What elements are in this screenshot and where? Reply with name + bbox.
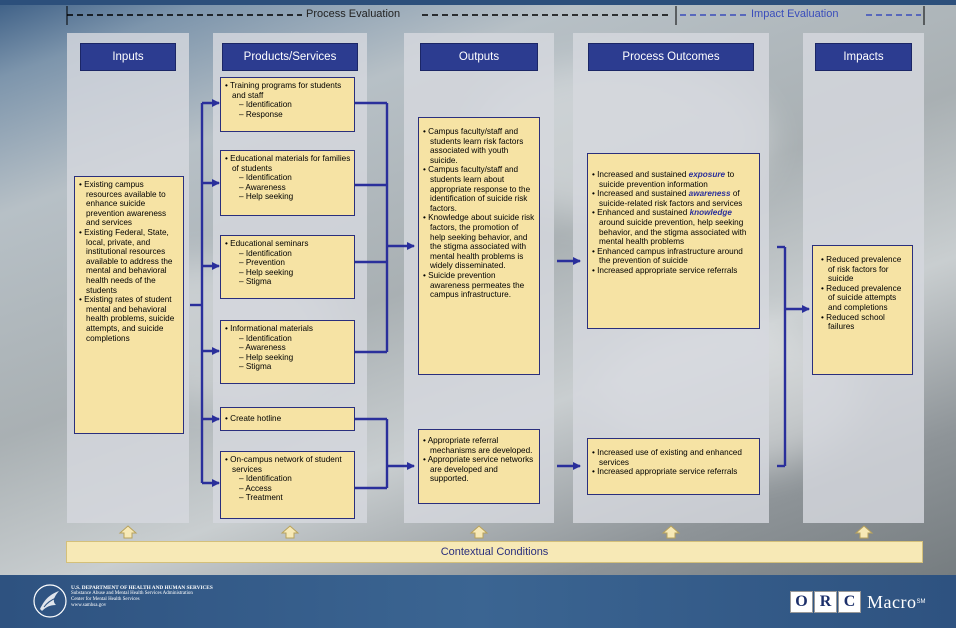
output-item: • Appropriate service networks are devel…: [423, 455, 534, 484]
orc-letter-c: C: [838, 591, 861, 613]
product-title: • On-campus network of student services: [225, 455, 342, 474]
input-item: • Existing rates of student mental and b…: [79, 295, 175, 343]
flow-arrows: [190, 99, 810, 490]
product-title: • Educational materials for families of …: [225, 154, 351, 173]
output-item: • Suicide prevention awareness permeates…: [423, 270, 525, 300]
product-subitem: – Stigma: [239, 362, 272, 372]
outputs-header: Outputs: [420, 43, 538, 71]
product-subitem: – Response: [239, 109, 283, 119]
product-subitem: – Identification: [239, 100, 292, 110]
process-evaluation-label: Process Evaluation: [306, 8, 401, 20]
product-box-hotline: • Create hotline: [220, 407, 355, 431]
up-arrow-icon: [661, 525, 681, 539]
impact-item: • Reduced school failures: [821, 312, 885, 332]
process-outcome-item: • Increased appropriate service referral…: [592, 265, 738, 275]
inputs-header: Inputs: [80, 43, 176, 71]
process-outcome-item: • Increased appropriate service referral…: [592, 467, 738, 477]
process-outcome-item: • Enhanced and sustained knowledge aroun…: [592, 208, 747, 247]
output-item: • Knowledge about suicide risk factors, …: [423, 213, 535, 271]
hhs-text-block: U.S. DEPARTMENT OF HEALTH AND HUMAN SERV…: [71, 585, 261, 609]
process-outcome-item: • Increased use of existing and enhanced…: [592, 448, 742, 467]
product-subitem: – Stigma: [239, 277, 272, 287]
product-box-training: • Training programs for students and sta…: [220, 77, 355, 132]
impact-item: • Reduced prevalence of suicide attempts…: [821, 283, 902, 312]
process-outcomes-top-box: • Increased and sustained exposure to su…: [587, 153, 760, 329]
product-title: • Educational seminars: [225, 239, 309, 248]
orc-macro-logo: O R C Macro SM: [790, 591, 925, 613]
hhs-agency-line: Substance Abuse and Mental Health Servic…: [71, 591, 193, 596]
product-subitem: – Identification: [239, 173, 292, 183]
up-arrow-icon: [118, 525, 138, 539]
impact-evaluation-label: Impact Evaluation: [751, 8, 839, 20]
up-arrow-icon: [280, 525, 300, 539]
product-subitem: – Access: [239, 483, 272, 493]
input-item: • Existing campus resources available to…: [79, 180, 167, 228]
process-outcome-item: • Increased and sustained awareness of s…: [592, 189, 743, 208]
up-arrow-icon: [469, 525, 489, 539]
process-outcome-item: • Enhanced campus infrastructure around …: [592, 246, 743, 266]
product-subitem: – Help seeking: [239, 267, 294, 277]
macro-trademark: SM: [916, 599, 926, 605]
impacts-box: • Reduced prevalence of risk factors for…: [812, 245, 913, 375]
product-title: • Training programs for students and sta…: [225, 81, 342, 100]
product-subitem: – Identification: [239, 248, 292, 258]
impacts-header: Impacts: [815, 43, 912, 71]
output-item: • Campus faculty/staff and students lear…: [423, 165, 531, 213]
product-title: • Informational materials: [225, 324, 313, 333]
product-subitem: – Prevention: [239, 258, 285, 268]
process-outcomes-bottom-box: • Increased use of existing and enhanced…: [587, 438, 760, 495]
macro-wordmark: Macro: [867, 591, 917, 612]
products-header: Products/Services: [222, 43, 358, 71]
process-outcomes-header: Process Outcomes: [588, 43, 754, 71]
product-subitem: – Identification: [239, 333, 292, 343]
product-box-seminars: • Educational seminars – Identification …: [220, 235, 355, 299]
product-title: • Create hotline: [225, 414, 282, 423]
hhs-department-name: U.S. DEPARTMENT OF HEALTH AND HUMAN SERV…: [71, 585, 213, 591]
product-subitem: – Awareness: [239, 182, 286, 192]
process-outcome-item: • Increased and sustained exposure to su…: [592, 170, 735, 189]
product-box-informational: • Informational materials – Identificati…: [220, 320, 355, 384]
product-subitem: – Help seeking: [239, 192, 294, 202]
product-box-network: • On-campus network of student services …: [220, 451, 355, 519]
contextual-conditions-bar: Contextual Conditions: [66, 541, 923, 563]
output-item: • Appropriate referral mechanisms are de…: [423, 436, 533, 455]
product-subitem: – Awareness: [239, 343, 286, 353]
input-item: • Existing Federal, State, local, privat…: [79, 227, 173, 295]
impact-item: • Reduced prevalence of risk factors for…: [821, 255, 902, 284]
hhs-website: www.samhsa.gov: [71, 603, 107, 608]
outputs-top-box: • Campus faculty/staff and students lear…: [418, 117, 540, 375]
contextual-conditions-label: Contextual Conditions: [440, 546, 549, 558]
product-subitem: – Treatment: [239, 493, 283, 503]
product-subitem: – Help seeking: [239, 352, 294, 362]
product-box-educational-materials: • Educational materials for families of …: [220, 150, 355, 216]
hhs-eagle-logo-icon: [33, 584, 67, 618]
inputs-box: • Existing campus resources available to…: [74, 176, 184, 434]
up-arrow-icon: [854, 525, 874, 539]
top-strip: [0, 0, 956, 5]
orc-letter-r: R: [814, 591, 837, 613]
evaluation-bracket: [66, 6, 925, 25]
hhs-center-line: Center for Mental Health Services: [71, 597, 140, 602]
outputs-bottom-box: • Appropriate referral mechanisms are de…: [418, 429, 540, 504]
product-subitem: – Identification: [239, 474, 292, 484]
orc-letter-o: O: [790, 591, 813, 613]
output-item: • Campus faculty/staff and students lear…: [423, 127, 524, 165]
